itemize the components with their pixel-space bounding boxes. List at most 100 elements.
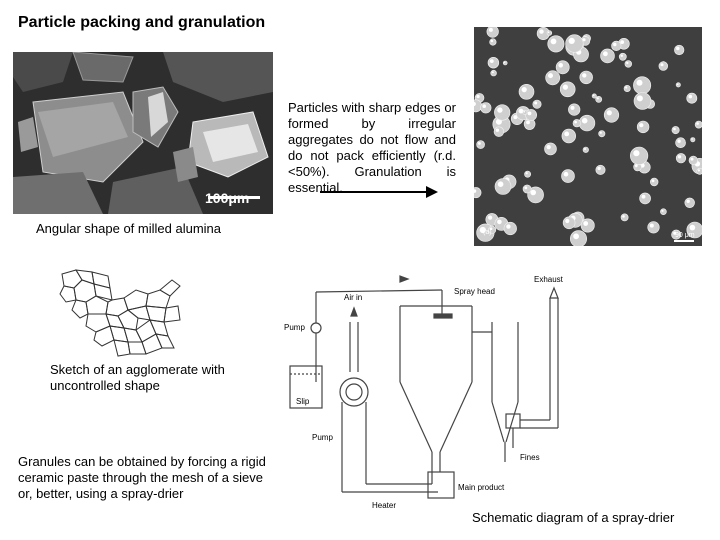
label-pump-top: Pump <box>284 323 305 332</box>
granule-sphere <box>487 57 500 69</box>
label-fines: Fines <box>520 453 540 462</box>
granule-highlight <box>497 219 502 225</box>
granule-sphere <box>503 221 517 236</box>
granule-highlight <box>596 97 599 100</box>
granule-highlight <box>565 218 570 224</box>
scale-label-90um: 90 μm <box>675 232 695 239</box>
granule-sphere <box>650 177 659 187</box>
granule-highlight <box>696 122 699 125</box>
granule-highlight <box>639 123 644 128</box>
right-arrow-icon <box>320 186 438 198</box>
granule-highlight <box>613 42 617 47</box>
granule-highlight <box>636 95 643 102</box>
granule-highlight <box>582 73 587 78</box>
granule-highlight <box>583 221 589 226</box>
granule-sphere <box>518 84 535 100</box>
granule-sphere <box>633 76 652 95</box>
granule-highlight <box>651 179 655 183</box>
granule-sphere <box>559 81 576 98</box>
scale-label-100um: 100μm <box>205 190 250 206</box>
granule-sphere <box>623 84 631 92</box>
granule-sphere <box>675 82 681 88</box>
granules-image <box>474 27 702 246</box>
granule-sphere <box>524 170 531 178</box>
granule-highlight <box>573 233 579 240</box>
granule-sphere <box>494 104 511 121</box>
granule-highlight <box>513 115 518 120</box>
granule-highlight <box>497 107 503 113</box>
granule-sphere <box>580 218 595 233</box>
granule-sphere <box>480 102 492 114</box>
granule-highlight <box>660 63 664 67</box>
granule-sphere <box>595 96 603 103</box>
granule-highlight <box>558 63 563 68</box>
granule-highlight <box>550 38 557 45</box>
granule-highlight <box>673 127 676 131</box>
caption-granules: Granules can be obtained by forcing a ri… <box>18 454 266 501</box>
granule-highlight <box>688 94 693 99</box>
granule-sphere <box>568 103 581 116</box>
granule-highlight <box>534 101 538 105</box>
granule-highlight <box>518 108 524 114</box>
granule-highlight <box>563 171 569 177</box>
label-pump-bottom: Pump <box>312 433 333 442</box>
granule-highlight <box>488 215 493 220</box>
granule-highlight <box>570 105 575 110</box>
granule-sphere <box>690 137 696 143</box>
granule-highlight <box>636 79 643 86</box>
granule-highlight <box>649 223 654 228</box>
granule-sphere <box>522 184 532 194</box>
page-title: Particle packing and granulation <box>18 14 266 31</box>
granule-sphere <box>600 48 615 64</box>
granule-highlight <box>478 142 481 145</box>
granule-highlight <box>620 54 623 57</box>
granule-sphere <box>572 119 581 128</box>
granule-highlight <box>546 145 551 150</box>
granule-sphere <box>555 60 570 75</box>
granule-sphere <box>598 130 606 138</box>
granule-highlight <box>592 94 595 97</box>
granule-highlight <box>488 27 493 32</box>
granule-sphere <box>674 44 685 56</box>
granule-sphere <box>490 69 497 77</box>
granule-highlight <box>547 31 550 34</box>
granule-highlight <box>633 150 640 157</box>
spray-dried-granules-micrograph <box>474 27 702 246</box>
granule-sphere <box>630 146 649 165</box>
granule-sphere <box>489 38 497 46</box>
granule-highlight <box>697 169 700 172</box>
granule-highlight <box>521 87 527 93</box>
granule-sphere <box>595 164 606 175</box>
granule-highlight <box>506 224 511 229</box>
granule-sphere <box>620 213 629 222</box>
granule-highlight <box>564 131 570 137</box>
granule-highlight <box>491 71 494 74</box>
granule-sphere <box>545 70 561 86</box>
granule-sphere <box>624 60 633 68</box>
milled-alumina-image <box>13 52 273 214</box>
granule-sphere <box>591 93 597 99</box>
granule-sphere <box>544 142 557 156</box>
granule-highlight <box>606 110 612 116</box>
spray-drier-diagram: Exhaust Spray head Air in Pump Slip Pump… <box>284 275 564 510</box>
granule-sphere <box>578 114 596 132</box>
granule-sphere <box>561 128 577 144</box>
granule-sphere <box>658 61 669 71</box>
granule-highlight <box>676 46 680 51</box>
granule-highlight <box>523 111 525 113</box>
granule-highlight <box>574 120 577 124</box>
granule-highlight <box>599 131 602 134</box>
description-paragraph: Particles with sharp edges or formed by … <box>288 100 456 195</box>
granule-sphere <box>636 120 650 134</box>
granule-highlight <box>676 83 679 86</box>
granule-highlight <box>527 111 532 116</box>
milled-alumina-micrograph <box>13 52 273 214</box>
granule-sphere <box>671 126 680 135</box>
agglomerate-sketch <box>59 269 181 357</box>
granule-sphere <box>494 178 512 195</box>
granule-highlight <box>582 38 586 42</box>
granule-sphere <box>618 52 627 61</box>
label-air-in: Air in <box>344 293 362 302</box>
granule-highlight <box>489 59 494 63</box>
granule-highlight <box>690 157 694 161</box>
